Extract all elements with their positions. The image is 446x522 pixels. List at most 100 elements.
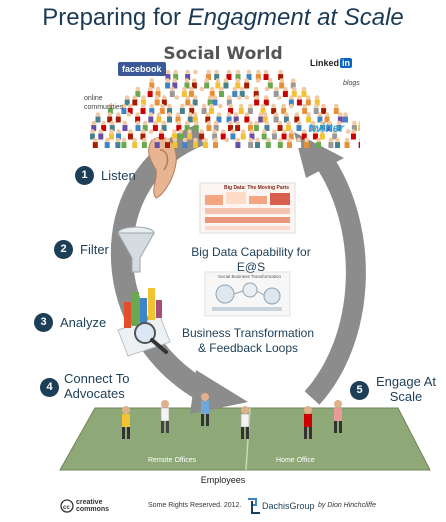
crowd-person xyxy=(165,69,171,80)
crowd-person xyxy=(189,103,195,114)
crowd-person xyxy=(332,129,338,140)
facebook-logo: facebook xyxy=(118,62,166,76)
step-4-label: Connect To Advocates xyxy=(64,371,130,401)
crowd-person xyxy=(240,129,246,140)
crowd-person xyxy=(213,120,219,131)
crowd-person xyxy=(115,112,121,123)
crowd-person xyxy=(273,86,279,97)
crowd-person xyxy=(158,129,164,140)
crowd-person xyxy=(277,137,283,148)
crowd-person xyxy=(236,95,242,106)
crowd-person xyxy=(192,112,198,123)
crowd-person xyxy=(90,129,95,140)
crowd-person xyxy=(244,78,250,89)
crowd-person xyxy=(239,86,245,97)
crowd-person xyxy=(188,86,194,97)
crowd-person xyxy=(199,86,205,97)
author-credit: by Dion Hinchcliffe xyxy=(318,502,376,509)
crowd-person xyxy=(235,120,241,131)
crowd-person xyxy=(206,120,212,131)
crowd-person xyxy=(209,86,215,97)
crowd-person xyxy=(253,120,259,131)
crowd-person xyxy=(148,129,154,140)
step-4-badge: 4 xyxy=(40,378,59,397)
crowd-person xyxy=(255,137,261,148)
crowd-person xyxy=(336,120,342,131)
crowd-person xyxy=(271,103,277,114)
crowd-person xyxy=(184,120,190,131)
crowd-person xyxy=(327,120,333,131)
dachis-group-logo-icon xyxy=(248,498,260,514)
crowd-person xyxy=(254,95,260,106)
creative-commons-icon xyxy=(60,499,74,513)
person xyxy=(240,406,250,439)
crowd-person xyxy=(304,137,310,148)
crowd-person xyxy=(122,120,128,131)
crowd-person xyxy=(109,120,115,131)
step-2-label: Filter xyxy=(80,242,109,257)
crowd-person xyxy=(310,120,316,131)
crowd-person xyxy=(187,129,193,140)
crowd-person xyxy=(317,112,323,123)
crowd-person xyxy=(161,95,167,106)
crowd-person xyxy=(316,137,322,148)
crowd-person xyxy=(216,112,222,123)
person xyxy=(201,393,209,426)
crowd-person xyxy=(226,95,232,106)
crowd-person xyxy=(140,103,146,114)
crowd-person xyxy=(154,95,160,106)
crowd-person xyxy=(173,69,179,80)
crowd-person xyxy=(314,95,320,106)
svg-text:cc: cc xyxy=(63,505,70,511)
analyze-chart-icon xyxy=(117,288,171,357)
crowd-person xyxy=(167,112,173,123)
left-arrow-head xyxy=(190,370,248,414)
step-2-badge: 2 xyxy=(54,240,73,259)
crowd-person xyxy=(206,69,212,80)
crowd-person xyxy=(109,129,115,140)
crowd-person xyxy=(213,137,219,148)
step-3-badge: 3 xyxy=(34,313,53,332)
home-office-label: Home Office xyxy=(276,457,315,464)
crowd-person xyxy=(344,137,350,148)
big-data-label: Big Data Capability for E@S xyxy=(191,245,311,274)
crowd-person xyxy=(107,112,113,123)
linkedin-text: Linked xyxy=(310,58,340,68)
crowd-person xyxy=(313,103,319,114)
crowd-person xyxy=(135,112,141,123)
crowd-person xyxy=(178,129,184,140)
crowd-person xyxy=(282,86,288,97)
crowd-person xyxy=(167,103,173,114)
crowd-person xyxy=(321,103,327,114)
crowd-person xyxy=(350,129,356,140)
crowd-person xyxy=(228,103,234,114)
crowd-person xyxy=(92,137,98,148)
crowd-person xyxy=(121,137,127,148)
crowd-person xyxy=(265,137,271,148)
crowd-person xyxy=(288,95,294,106)
crowd-person xyxy=(263,95,269,106)
crowd-person xyxy=(172,78,178,89)
crowd-person xyxy=(276,95,282,106)
crowd-person xyxy=(193,137,199,148)
crowd-person xyxy=(98,129,104,140)
blogs-label: blogs xyxy=(343,80,360,87)
crowd-person xyxy=(95,112,101,123)
crowd-person xyxy=(294,112,300,123)
crowd-person xyxy=(244,95,250,106)
crowd-person xyxy=(288,129,294,140)
title-part-1: Preparing for xyxy=(42,4,181,31)
right-cycle-arrow xyxy=(304,152,366,405)
crowd-person xyxy=(208,103,214,114)
remote-offices-label: Remote Offices xyxy=(148,457,197,464)
person xyxy=(304,406,312,439)
crowd-person xyxy=(248,137,254,148)
crowd-person xyxy=(260,103,266,114)
twitter-logo: twitter xyxy=(308,121,344,135)
crowd-person xyxy=(286,137,292,148)
crowd-person xyxy=(281,103,287,114)
employee-figures xyxy=(122,393,342,439)
crowd-person xyxy=(140,129,146,140)
crowd-person xyxy=(247,103,253,114)
